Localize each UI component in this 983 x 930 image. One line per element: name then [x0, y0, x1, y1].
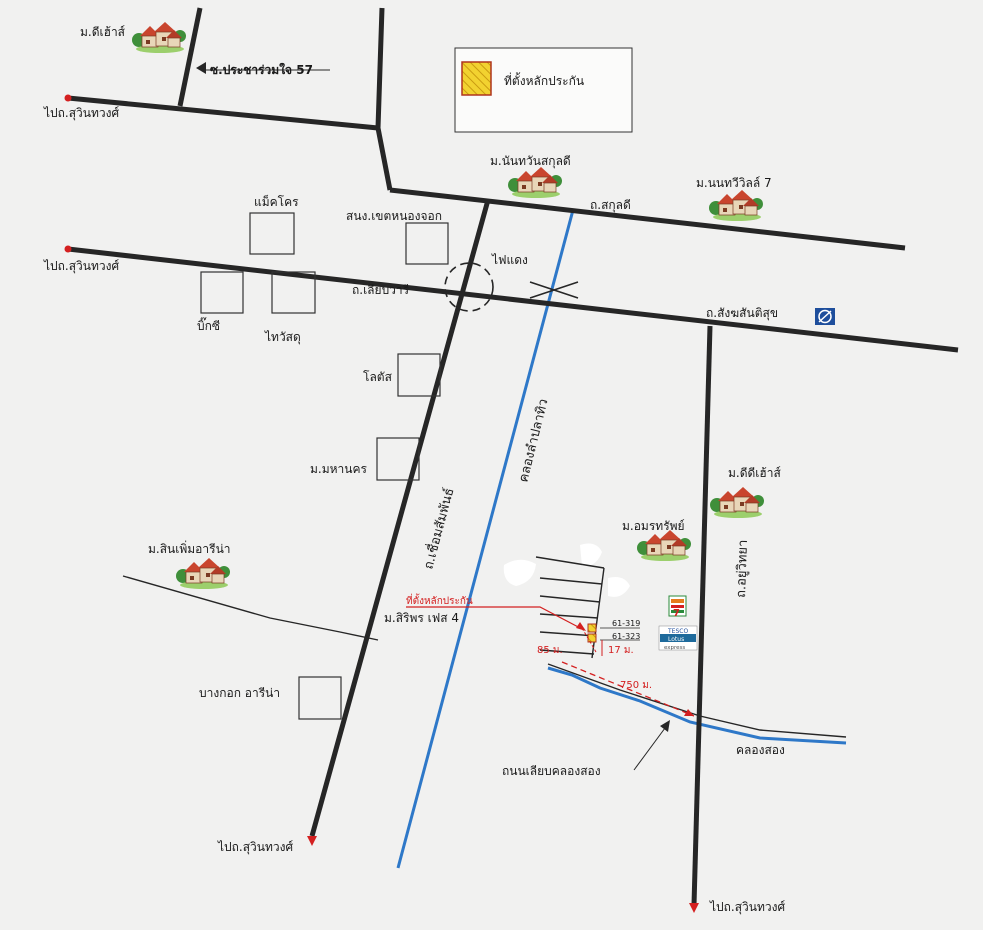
road-end-marker-1	[64, 94, 72, 102]
label-place-lotus: โลตัส	[363, 370, 393, 384]
road-chueam	[309, 199, 491, 837]
label-canal-khlong-song: คลองสอง	[736, 743, 785, 757]
canal-lam-pla-thio	[396, 209, 575, 869]
label-village-nanthawan: ม.นันทวันสกุลดี	[490, 154, 571, 169]
label-village-dee-house: ม.ดีเฮ้าส์	[80, 25, 126, 39]
road-sinpermariya	[122, 575, 379, 641]
landmark-bangkok-arena	[298, 676, 342, 720]
road-sakunti	[389, 187, 906, 251]
callout-leader	[406, 606, 585, 631]
label-road-chueam: ถ.เชื่อมสัมพันธ์	[419, 486, 457, 571]
road-end-marker-2	[64, 245, 72, 253]
seven-eleven-icon: 7	[668, 595, 687, 619]
plot-number-2: 61-323	[612, 632, 640, 641]
label-place-district-office: สนง.เขตหนองจอก	[346, 209, 442, 223]
label-road-sangkhom: ถ.สังฆสันติสุข	[706, 306, 778, 321]
road-liab-wari	[67, 246, 959, 353]
whiteout-1	[503, 559, 536, 586]
landmark-mahanakhon	[376, 437, 420, 481]
village-icon-amorn	[636, 529, 692, 562]
label-road-anu-wit: ถ.อยู่วิทยา	[734, 539, 751, 598]
label-canal-lam-pla-thio: คลองลำปลาทิว	[516, 397, 551, 484]
village-icon-dee-house	[131, 21, 187, 54]
collateral-plot-2	[587, 633, 597, 643]
store-top: TESCO	[667, 628, 688, 635]
bridge-icon	[529, 281, 579, 299]
label-road-sakunti: ถ.สกุลดี	[590, 198, 631, 213]
plot-number-1: 61-319	[612, 619, 640, 628]
landmark-makro	[249, 212, 295, 255]
label-place-traffic-light: ไฟแดง	[491, 253, 528, 267]
road-north-spine	[375, 7, 393, 191]
legend-label: ที่ตั้งหลักประกัน	[504, 72, 584, 88]
dist-85: 85 ม.	[537, 645, 563, 656]
village-icon-dd-house	[709, 486, 765, 519]
traffic-light-marker	[444, 262, 494, 312]
road-end-marker-3	[307, 836, 317, 846]
label-place-bangkok-arena: บางกอก อารีน่า	[199, 686, 280, 700]
landmark-lotus	[397, 353, 441, 397]
legend: ที่ตั้งหลักประกัน	[454, 47, 633, 133]
road-end-marker-4	[689, 903, 699, 913]
label-to-suwinthawong-3: ไปถ.สุวินทวงศ์	[217, 840, 294, 855]
label-village-dd-house: ม.ดีดีเฮ้าส์	[728, 466, 781, 480]
canal-khlong-song	[547, 666, 847, 745]
store-bottom: express	[664, 645, 685, 651]
label-village-amorn: ม.อมรทรัพย์	[622, 519, 685, 533]
label-place-thai-watsadu: ไทวัสดุ	[264, 330, 301, 345]
collateral-site: 61-319 61-323 ที่ตั้งหลักประกัน 85 ม. 17…	[406, 543, 695, 717]
tesco-lotus-sign: TESCO Lotus express	[658, 625, 698, 651]
label-to-suwinthawong-4: ไปถ.สุวินทวงศ์	[709, 900, 786, 915]
callout-arrow-icon	[576, 622, 586, 631]
label-soi-pracharuamjai: ซ.ประชาร่วมใจ 57	[210, 62, 313, 77]
label-to-suwinthawong-2: ไปถ.สุวินทวงศ์	[43, 259, 120, 274]
landmark-district-office	[405, 222, 449, 265]
store-mid: Lotus	[668, 636, 684, 643]
whiteout-2	[580, 543, 602, 567]
legend-swatch	[461, 61, 492, 96]
label-to-suwinthawong-1: ไปถ.สุวินทวงศ์	[43, 106, 120, 121]
village-icon-sinpermariya	[175, 557, 231, 590]
label-village-nonthawilla: ม.นนทวีวิลล์ 7	[696, 176, 772, 190]
village-icon-nanthawan	[507, 166, 563, 199]
dim-750-arrow-icon	[684, 709, 694, 716]
landmark-big-c	[200, 271, 244, 314]
dim-750-line	[561, 661, 695, 717]
svg-text:7: 7	[673, 608, 680, 619]
road-anu-wit	[691, 325, 713, 906]
label-place-big-c: บิ๊กซี	[197, 317, 220, 333]
soi-branch-1	[535, 556, 605, 569]
landmark-thai-watsadu	[271, 271, 316, 314]
label-place-makro: แม็คโคร	[254, 194, 299, 209]
road-label-arrow-icon	[660, 720, 670, 732]
label-road-liab-wari: ถ.เลียบวารี	[352, 283, 410, 297]
label-village-mahanakhon: ม.มหานคร	[310, 462, 368, 476]
collateral-plot-1	[587, 623, 597, 633]
soi-main	[591, 567, 605, 659]
label-road-liab-khlong-song: ถนนเลียบคลองสอง	[502, 764, 601, 778]
dist-17: 17 ม.	[608, 645, 634, 656]
road-top-west	[67, 95, 379, 131]
dist-750: 750 ม.	[620, 680, 652, 691]
road-label-leader	[633, 723, 669, 771]
bank-icon	[815, 308, 835, 325]
village-icon-nonthawilla	[708, 189, 764, 222]
road-soi-pracharuamjai	[177, 7, 203, 107]
whiteout-3	[608, 577, 630, 597]
collateral-callout-label: ที่ตั้งหลักประกัน	[406, 593, 473, 607]
soi-arrow-icon	[196, 62, 206, 74]
label-village-siriporn: ม.สิริพร เฟส 4	[384, 611, 459, 625]
label-village-sinpermariya: ม.สินเพิ่มอารีน่า	[148, 540, 231, 556]
